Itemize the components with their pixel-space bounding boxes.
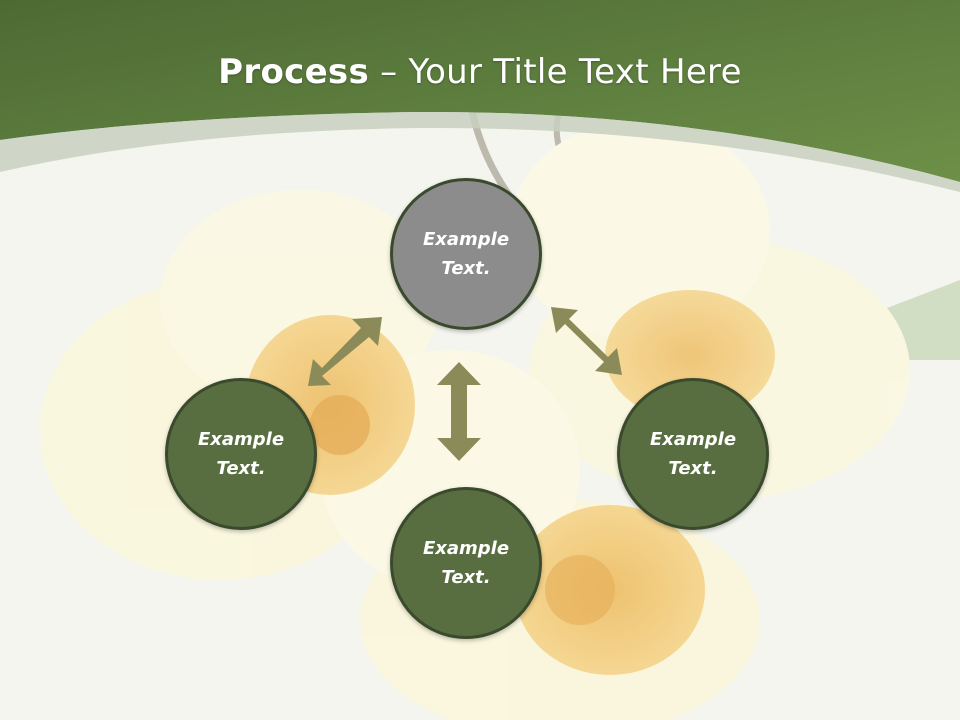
node-bottom-line2: Text.	[441, 567, 491, 588]
node-left-line2: Text.	[216, 458, 266, 479]
slide-title: Process – Your Title Text Here	[0, 52, 960, 92]
title-rest: – Your Title Text Here	[369, 52, 742, 92]
node-text-top: Example Text.	[411, 225, 521, 283]
node-right-line1: Example	[649, 429, 737, 450]
node-bottom-line1: Example	[422, 538, 510, 559]
process-node-bottom: Example Text.	[390, 487, 542, 639]
header-swoosh	[0, 111, 960, 192]
node-left-line1: Example	[197, 429, 285, 450]
node-text-left: Example Text.	[186, 425, 296, 483]
node-top-line1: Example	[422, 229, 510, 250]
process-node-right: Example Text.	[617, 378, 769, 530]
header-band	[0, 0, 960, 182]
node-text-right: Example Text.	[638, 425, 748, 483]
node-right-line2: Text.	[668, 458, 718, 479]
title-bold: Process	[218, 52, 370, 92]
process-node-top: Example Text.	[390, 178, 542, 330]
node-top-line2: Text.	[441, 258, 491, 279]
node-text-bottom: Example Text.	[411, 534, 521, 592]
process-node-left: Example Text.	[165, 378, 317, 530]
